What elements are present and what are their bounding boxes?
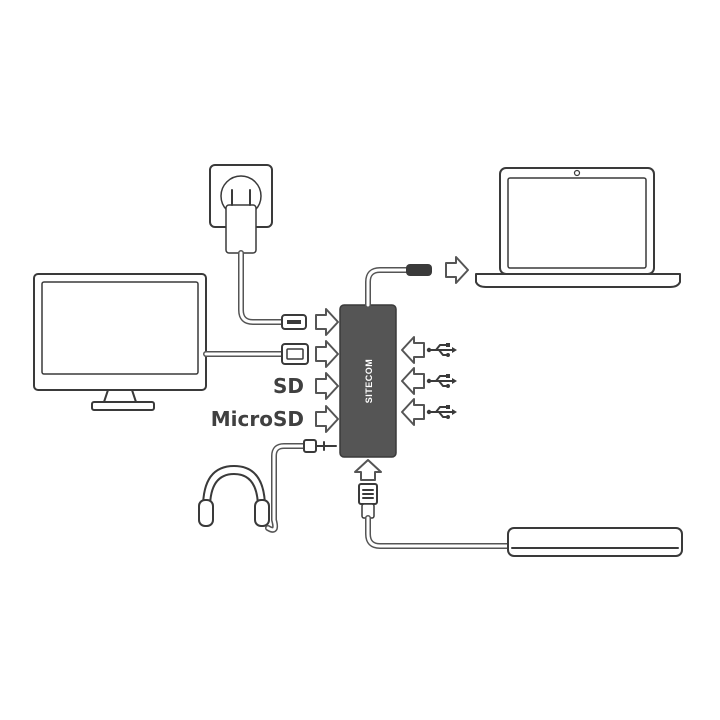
arrow-microsd xyxy=(315,405,339,433)
ethernet-cable xyxy=(358,483,511,549)
power-cable xyxy=(238,250,307,330)
power-outlet-icon xyxy=(209,164,273,254)
usb-port-2 xyxy=(401,367,457,395)
microsd-label: MicroSD xyxy=(211,407,304,431)
usb-icon xyxy=(426,405,457,419)
usb-icon xyxy=(426,374,457,388)
arrow-hdmi-out xyxy=(315,340,339,368)
hub-brand-label: SITECOM xyxy=(364,359,374,404)
arrow-sd xyxy=(315,372,339,400)
headphones-icon xyxy=(198,465,270,527)
sd-label: SD xyxy=(273,374,304,398)
usb-port-3 xyxy=(401,398,457,426)
router-icon xyxy=(505,469,683,557)
usb-icon xyxy=(426,343,457,357)
usb-c-cable xyxy=(365,264,432,308)
audio-cable xyxy=(265,439,337,533)
arrow-ethernet-in xyxy=(354,459,382,481)
hdmi-cable xyxy=(203,343,309,365)
laptop-icon xyxy=(475,167,681,288)
monitor-icon xyxy=(33,273,207,411)
arrow-usb-c-out xyxy=(445,256,469,284)
usb-hub: SITECOM xyxy=(339,304,397,458)
usb-port-1 xyxy=(401,336,457,364)
arrow-power-in xyxy=(315,308,339,336)
